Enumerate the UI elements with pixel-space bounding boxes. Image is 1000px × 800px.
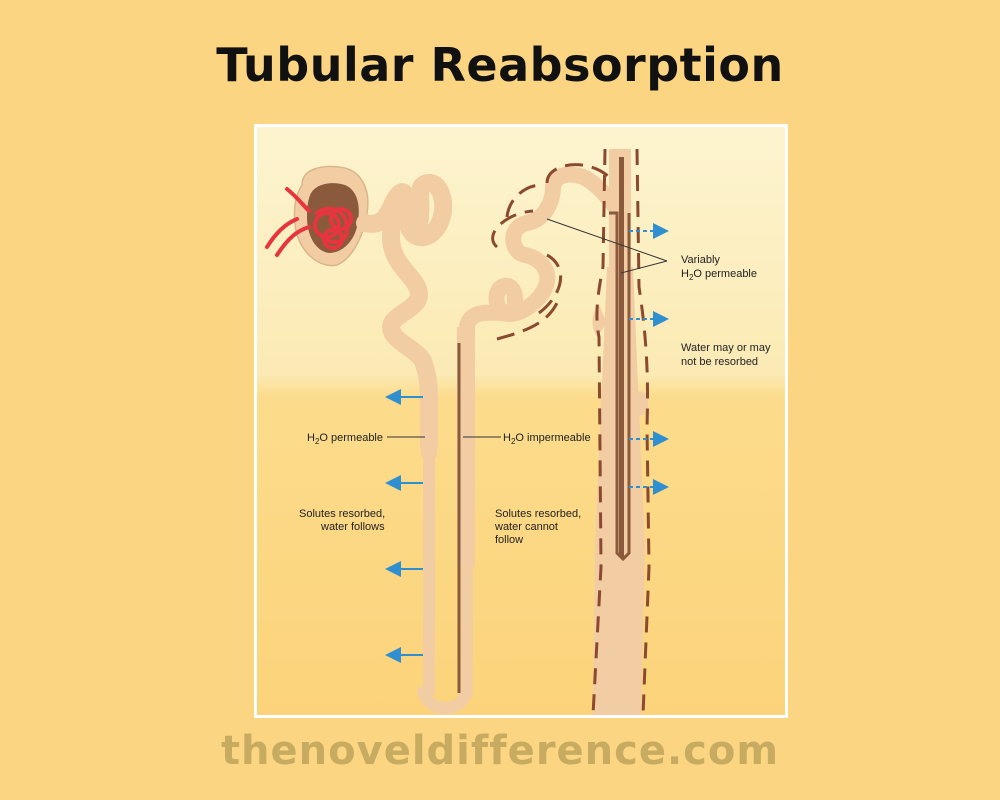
leader-lines xyxy=(387,218,668,438)
label-solutes-left-1: Solutes resorbed, xyxy=(299,508,385,520)
page-title: Tubular Reabsorption xyxy=(216,38,784,92)
distal-convoluted-tubule xyxy=(458,166,627,345)
water-efflux-arrows xyxy=(385,389,423,663)
label-variably-line1: Variably xyxy=(681,254,720,266)
dct-boundary xyxy=(491,163,631,341)
variable-water-arrows xyxy=(629,223,669,495)
label-solutes-right-3: follow xyxy=(495,534,523,546)
descending-limb xyxy=(421,397,437,695)
collecting-duct xyxy=(592,149,649,715)
diagram-panel: Variably H2O permeable Water may or may … xyxy=(254,124,788,718)
label-h2o-permeable: H2O permeable xyxy=(307,432,383,446)
ascending-limb xyxy=(457,327,475,695)
label-water-line2: not be resorbed xyxy=(681,356,758,368)
nephron-diagram: Variably H2O permeable Water may or may … xyxy=(257,127,785,715)
label-solutes-left-2: water follows xyxy=(320,521,385,533)
collecting-duct-boundary xyxy=(591,148,651,715)
site-url: thenoveldifference.com xyxy=(220,728,780,774)
glomerulus xyxy=(265,187,353,257)
label-solutes-right-2: water cannot xyxy=(494,521,558,533)
label-h2o-impermeable: H2O impermeable xyxy=(503,432,591,446)
label-solutes-right-1: Solutes resorbed, xyxy=(495,508,581,520)
label-water-line1: Water may or may xyxy=(681,342,771,354)
proximal-convoluted-tubule xyxy=(356,174,453,454)
label-variably-line2: H2O permeable xyxy=(681,268,757,282)
